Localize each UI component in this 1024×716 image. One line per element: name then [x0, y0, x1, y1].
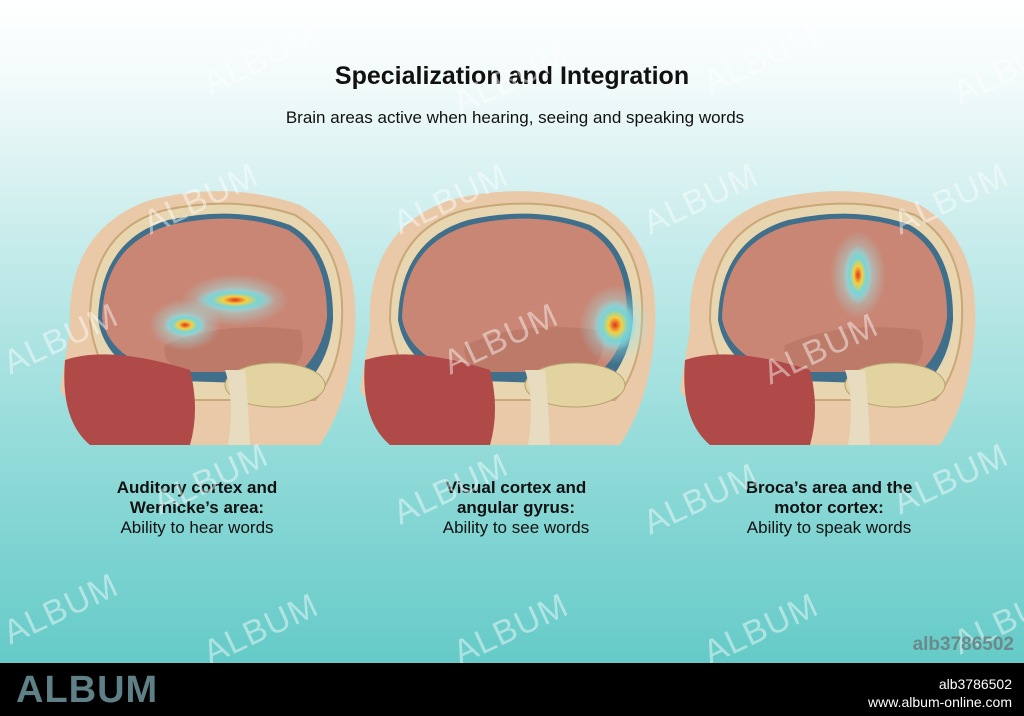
cerebellum — [224, 362, 326, 408]
caption-heading: Wernicke’s area: — [129, 498, 265, 517]
temporal-lobe — [464, 327, 603, 372]
watermark: ALBUM — [447, 586, 575, 673]
caption-heading: angular gyrus: — [456, 498, 576, 517]
footer-info: alb3786502 www.album-online.com — [868, 675, 1012, 711]
diagram-title: Specialization and Integration — [334, 62, 690, 90]
caption-heading: Auditory cortex and — [116, 478, 278, 497]
footer-url[interactable]: www.album-online.com — [868, 694, 1012, 710]
brainstem — [525, 370, 550, 445]
caption-description: Ability to speak words — [746, 518, 912, 537]
nasal-cavity — [684, 354, 815, 445]
activation-spot — [593, 299, 637, 351]
cerebellum — [524, 362, 626, 408]
caption-auditory: Auditory cortex and Wernicke’s area: Abi… — [57, 478, 337, 538]
head-cross-section — [680, 191, 976, 445]
album-logo: ALBUM — [16, 669, 159, 711]
caption-description: Ability to hear words — [120, 518, 274, 537]
head-cross-section — [360, 191, 656, 445]
diagram-subtitle: Brain areas active when hearing, seeing … — [285, 108, 745, 127]
caption-speech: Broca’s area and the motor cortex: Abili… — [689, 478, 969, 538]
brainstem — [225, 370, 250, 445]
temporal-lobe — [784, 327, 923, 372]
activation-spot — [195, 288, 275, 312]
head-cross-section — [60, 191, 356, 445]
nasal-cavity — [364, 354, 495, 445]
watermark-id: alb3786502 — [912, 634, 1014, 655]
caption-heading: Broca’s area and the — [745, 478, 913, 497]
watermark: ALBUM — [0, 566, 125, 653]
caption-description: Ability to see words — [442, 518, 590, 537]
brain-illustrations — [60, 191, 976, 445]
caption-heading: Visual cortex and — [445, 478, 587, 497]
watermark: ALBUM — [697, 586, 825, 673]
activation-spot — [163, 313, 207, 337]
nasal-cavity — [64, 354, 196, 445]
caption-heading: motor cortex: — [774, 498, 884, 517]
caption-visual: Visual cortex and angular gyrus: Ability… — [376, 478, 656, 538]
activation-spot — [844, 245, 872, 305]
brainstem — [845, 370, 870, 445]
watermark: ALBUM — [197, 586, 325, 673]
footer-image-id: alb3786502 — [938, 676, 1012, 692]
cerebellum — [844, 362, 946, 408]
footer-bar: ALBUM alb3786502 www.album-online.com — [0, 663, 1024, 716]
